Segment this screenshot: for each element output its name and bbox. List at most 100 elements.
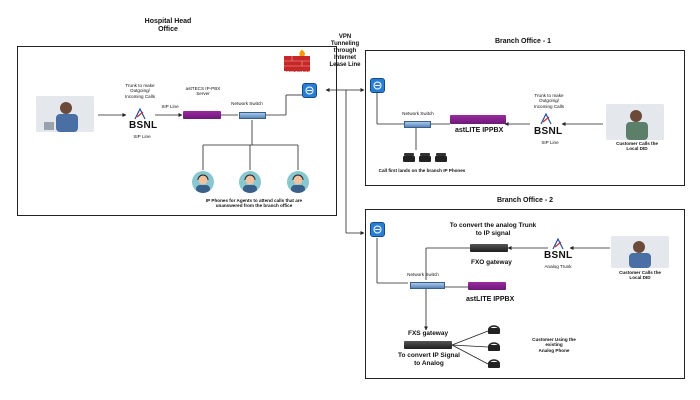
branch1-pbx-label: astLITE IPPBX bbox=[455, 127, 504, 134]
head-office-box bbox=[17, 46, 337, 216]
branch1-trunk-label: Trunk to make Outgoing/ Incoming Calls bbox=[526, 93, 572, 109]
b2-customer-1: Customer Calls the bbox=[619, 270, 661, 275]
head-vpn-router-icon bbox=[302, 83, 317, 98]
branch1-ip-phone-icon-3 bbox=[435, 153, 447, 162]
branch1-customer-label: Customer Calls the Local DID bbox=[610, 141, 664, 152]
head-switch-label: Network Switch bbox=[231, 101, 263, 106]
branch1-bsnl-text: BSNL bbox=[534, 126, 563, 137]
agent-2-glyph bbox=[243, 174, 257, 193]
b2-customer-2: Local DID bbox=[629, 275, 651, 281]
b2-convert-analog-1: To convert the analog Trunk bbox=[449, 222, 537, 229]
branch2-analog-phone-label: Customer Using the existing Analog Phone bbox=[524, 337, 584, 353]
analog-phone-icon-2 bbox=[488, 342, 500, 351]
head-bsnl-text: BSNL bbox=[129, 120, 158, 131]
vpn-router-glyph bbox=[305, 86, 314, 95]
caller-person-image bbox=[36, 96, 94, 132]
agent-headset-icon-1 bbox=[192, 171, 214, 193]
branch1-network-switch bbox=[404, 121, 431, 128]
b1-trunk-2: Outgoing/ bbox=[539, 98, 559, 104]
head-sip-line-mid: SIP Line bbox=[161, 104, 179, 109]
branch1-astlite-ippbx bbox=[450, 115, 506, 124]
b2-line-fxs-phone2 bbox=[451, 344, 489, 348]
branch2-customer-image bbox=[611, 236, 669, 268]
head-office-title-line1: Hospital Head bbox=[144, 18, 192, 25]
head-network-switch bbox=[239, 112, 266, 119]
b2-convert-ip-1: To convert IP Signal bbox=[398, 352, 460, 359]
b2-customer-glyph bbox=[611, 236, 669, 268]
branch1-phones-label: Call first lands on the branch IP Phones bbox=[378, 168, 466, 173]
agents-label: IP Phones for Agents to attend calls tha… bbox=[186, 198, 322, 209]
branch1-title: Branch Office - 1 bbox=[494, 38, 551, 45]
b2-analog-phone-1: Customer Using the bbox=[532, 337, 576, 342]
branch2-pbx-label: astLITE IPPBX bbox=[466, 296, 515, 303]
vpn-label-5: Lease Line bbox=[329, 62, 361, 68]
vpn-label-2: Tunneling bbox=[330, 41, 360, 47]
agent-1-glyph bbox=[196, 174, 210, 193]
head-server-label-1: astTECS IP-PBX bbox=[185, 86, 221, 91]
branch2-vpn-router-icon bbox=[370, 222, 385, 237]
b2-line-fxs-phone1 bbox=[451, 330, 489, 346]
head-trunk-label-2: Outgoing/ bbox=[130, 88, 150, 94]
vpn-label-4: Internet bbox=[333, 55, 356, 61]
firewall-icon bbox=[284, 50, 310, 71]
head-server-label: astTECS IP-PBX Server bbox=[180, 86, 226, 97]
b1-trunk-3: Incoming Calls bbox=[533, 103, 565, 109]
branch1-box bbox=[365, 50, 685, 186]
head-trunk-label: Trunk to make Outgoing/ Incoming Calls bbox=[116, 83, 164, 99]
b1-customer-1: Customer Calls the bbox=[616, 141, 658, 146]
head-ippbx-server bbox=[183, 111, 221, 119]
analog-phone-icon-1 bbox=[488, 325, 500, 334]
branch2-convert-ip-label: To convert IP Signal to Analog bbox=[392, 352, 466, 367]
head-office-title-line2: Office bbox=[158, 26, 178, 33]
bsnl-logo-icon bbox=[134, 108, 146, 120]
branch1-ip-phone-icon-2 bbox=[419, 153, 431, 162]
agent-headset-icon-3 bbox=[287, 171, 309, 193]
branch2-analog-trunk: Analog Trunk bbox=[544, 264, 572, 269]
branch2-fxo-gateway bbox=[470, 244, 508, 252]
branch1-vpn-router-icon bbox=[370, 78, 385, 93]
agents-label-1: IP Phones for Agents to attend calls tha… bbox=[205, 198, 303, 203]
branch2-bsnl-text: BSNL bbox=[544, 250, 573, 261]
branch1-ip-phone-icon-1 bbox=[403, 153, 415, 162]
b1-vpn-glyph bbox=[373, 81, 382, 90]
branch2-bsnl-logo-icon bbox=[552, 238, 564, 250]
branch2-fxo-label: FXO gateway bbox=[471, 259, 512, 266]
firewall-label: FIREWALL bbox=[286, 68, 310, 73]
branch2-switch-label: Network Switch bbox=[407, 272, 439, 277]
head-sip-line-under: SIP Line bbox=[133, 134, 151, 139]
head-office-title: Hospital Head Office bbox=[128, 18, 208, 34]
branch2-fxs-gateway bbox=[404, 341, 452, 349]
head-server-label-2: Server bbox=[196, 91, 210, 97]
branch2-network-switch bbox=[410, 282, 445, 289]
branch2-fxs-label: FXS gateway bbox=[408, 330, 449, 337]
b2-line-fxs-phone3 bbox=[451, 344, 489, 365]
agent-headset-icon-2 bbox=[239, 171, 261, 193]
branch2-astlite-ippbx bbox=[468, 282, 506, 290]
b1-customer-2: Local DID bbox=[626, 146, 648, 152]
branch2-customer-label: Customer Calls the Local DID bbox=[612, 270, 668, 281]
caller-person-icon bbox=[36, 96, 94, 132]
branch1-customer-image bbox=[606, 104, 664, 140]
b2-analog-phone-3: Analog Phone bbox=[538, 347, 570, 353]
branch2-box bbox=[365, 209, 685, 379]
branch2-convert-analog-label: To convert the analog Trunk to IP signal bbox=[440, 222, 546, 237]
b2-analog-phone-2: existing bbox=[545, 342, 563, 348]
head-trunk-label-3: Incoming Calls bbox=[124, 93, 156, 99]
b2-convert-ip-2: to Analog bbox=[414, 359, 444, 367]
vpn-label: VPN Tunneling through Internet Lease Lin… bbox=[326, 34, 364, 69]
b2-vpn-glyph bbox=[373, 225, 382, 234]
branch1-sip-line: SIP Line bbox=[541, 140, 559, 145]
head-trunk-label-1: Trunk to make bbox=[125, 83, 155, 88]
agent-3-glyph bbox=[291, 174, 305, 193]
b2-convert-analog-2: to IP signal bbox=[475, 229, 511, 237]
b1-trunk-1: Trunk to make bbox=[534, 93, 564, 98]
agents-label-2: unanswered from the branch office bbox=[215, 203, 293, 209]
vpn-label-3: through bbox=[333, 48, 357, 54]
branch1-switch-label: Network Switch bbox=[402, 111, 434, 116]
analog-phone-icon-3 bbox=[488, 359, 500, 368]
branch1-bsnl-logo-icon bbox=[540, 113, 552, 125]
vpn-label-1: VPN bbox=[338, 34, 352, 40]
b1-customer-glyph bbox=[606, 104, 664, 140]
branch2-title: Branch Office - 2 bbox=[496, 197, 553, 204]
